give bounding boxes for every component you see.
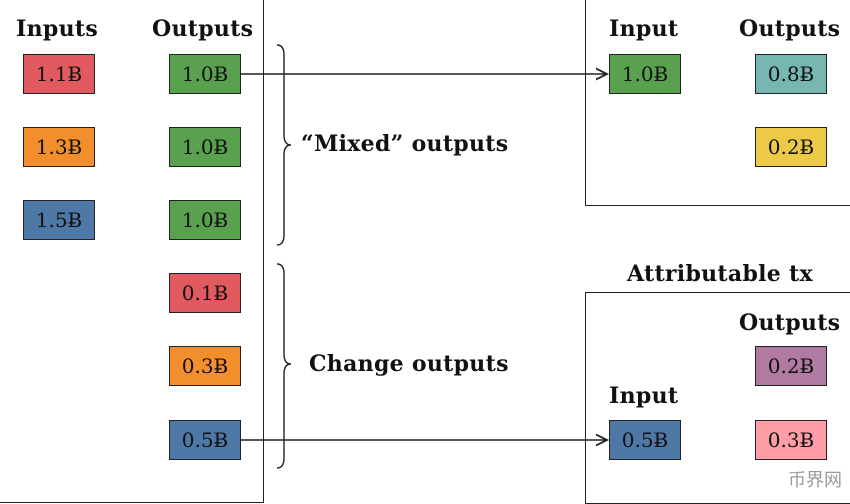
output-coin-5: 0.3Ƀ bbox=[169, 346, 241, 386]
top-right-transaction-box bbox=[585, 0, 850, 206]
input-coin-2: 1.3Ƀ bbox=[23, 127, 95, 167]
tr-output-coin-1: 0.8Ƀ bbox=[755, 54, 827, 94]
input-coin-1: 1.1Ƀ bbox=[23, 54, 95, 94]
output-coin-2: 1.0Ƀ bbox=[169, 127, 241, 167]
input-coin-3: 1.5Ƀ bbox=[23, 200, 95, 240]
output-coin-6: 0.5Ƀ bbox=[169, 420, 241, 460]
br-input-coin: 0.5Ƀ bbox=[609, 420, 681, 460]
change-outputs-label: Change outputs bbox=[309, 351, 509, 377]
watermark: 币界网 bbox=[788, 470, 842, 491]
tr-outputs-heading: Outputs bbox=[739, 16, 841, 42]
brace-mixed bbox=[276, 44, 292, 246]
br-input-heading: Input bbox=[609, 383, 679, 409]
tr-input-coin: 1.0Ƀ bbox=[609, 54, 681, 94]
output-coin-3: 1.0Ƀ bbox=[169, 200, 241, 240]
brace-change bbox=[276, 263, 292, 469]
inputs-heading: Inputs bbox=[16, 16, 99, 42]
mixed-outputs-label: “Mixed” outputs bbox=[301, 131, 509, 157]
br-output-coin-1: 0.2Ƀ bbox=[755, 346, 827, 386]
outputs-heading: Outputs bbox=[152, 16, 254, 42]
attributable-tx-title: Attributable tx bbox=[627, 261, 813, 287]
tr-input-heading: Input bbox=[609, 16, 679, 42]
tr-output-coin-2: 0.2Ƀ bbox=[755, 127, 827, 167]
output-coin-1: 1.0Ƀ bbox=[169, 54, 241, 94]
output-coin-4: 0.1Ƀ bbox=[169, 273, 241, 313]
br-outputs-heading: Outputs bbox=[739, 310, 841, 336]
br-output-coin-2: 0.3Ƀ bbox=[755, 420, 827, 460]
